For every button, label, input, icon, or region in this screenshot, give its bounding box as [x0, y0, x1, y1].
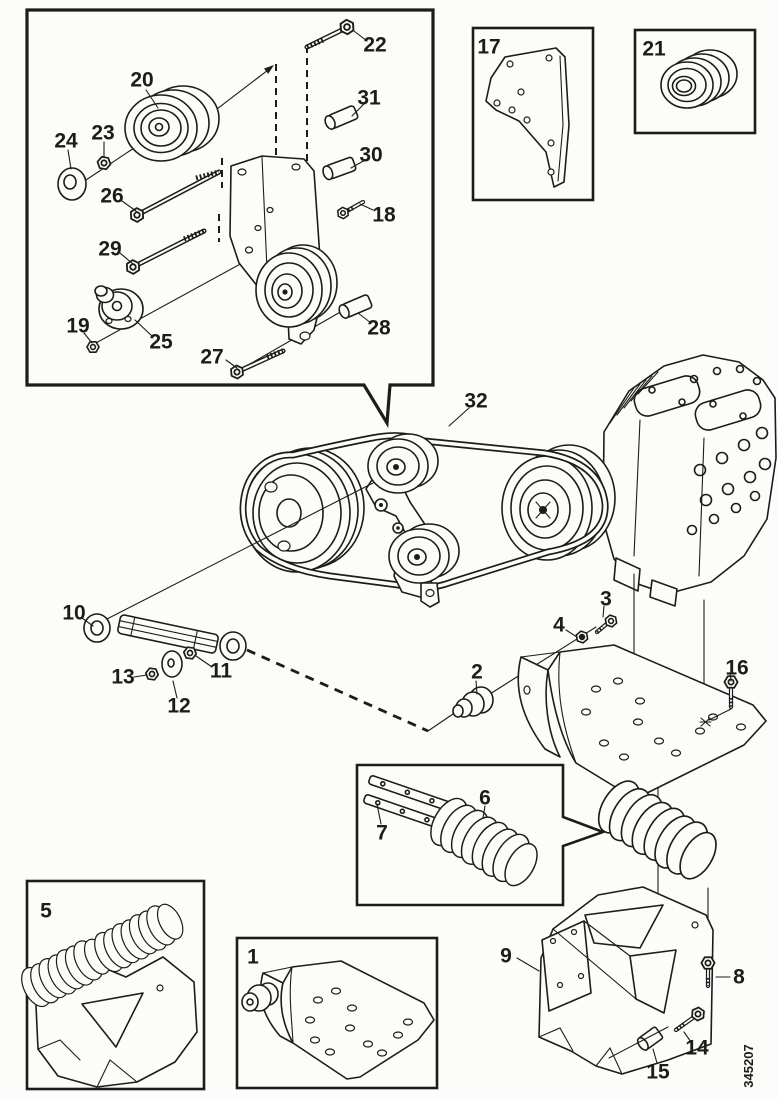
lower-bracket-9 — [538, 886, 716, 1075]
callout-29: 29 — [98, 238, 121, 261]
top-idler-pulley — [367, 433, 439, 494]
position-mark — [699, 717, 712, 727]
callout-4: 4 — [553, 614, 565, 637]
bolt-16 — [699, 675, 739, 727]
callout-14: 14 — [685, 1037, 709, 1060]
nut-11 — [182, 645, 198, 661]
callout-16: 16 — [725, 657, 748, 680]
inset-spring-border — [355, 763, 607, 907]
crankshaft-pulley — [243, 447, 365, 573]
idler-pulley-20 — [124, 85, 220, 162]
bolt-29 — [123, 228, 207, 277]
callout-2: 2 — [471, 661, 483, 684]
inset-bracket-17 — [471, 26, 595, 202]
tensioner-hub-25 — [94, 285, 144, 330]
callout-12: 12 — [167, 695, 190, 718]
spacer-31 — [324, 105, 359, 130]
inset-bracket-5 — [15, 879, 206, 1091]
plate-1-holes — [304, 987, 414, 1057]
bolt-8 — [700, 956, 716, 989]
bolt-27 — [227, 348, 286, 381]
callout-22: 22 — [363, 34, 386, 57]
nut-4 — [573, 628, 591, 646]
mounting-plate-assembly — [452, 612, 767, 797]
callout-28: 28 — [367, 317, 391, 340]
callout-6: 6 — [479, 787, 491, 810]
callout-27: 27 — [200, 346, 223, 369]
callout-32: 32 — [464, 390, 487, 413]
bolt-22 — [304, 17, 358, 50]
compressor-clutch-pulley — [501, 444, 616, 561]
bolt-26 — [127, 169, 222, 225]
bushing-2 — [452, 686, 494, 718]
inset-pulley-21 — [633, 28, 757, 135]
callout-9: 9 — [500, 945, 512, 968]
callout-30: 30 — [359, 144, 382, 167]
callout-24: 24 — [54, 130, 78, 153]
inset-17-border — [471, 26, 595, 202]
callout-8: 8 — [733, 966, 745, 989]
callout-18: 18 — [372, 204, 396, 227]
compressor-bolts — [648, 364, 772, 536]
compressor — [602, 354, 777, 607]
callout-5: 5 — [40, 900, 52, 923]
callout-1: 1 — [247, 946, 259, 969]
nut-19 — [86, 340, 100, 354]
lower-idler-pulley — [388, 523, 460, 584]
spacer-30 — [322, 156, 357, 181]
tensioner-rod — [83, 482, 454, 733]
callout-21: 21 — [642, 38, 666, 61]
bracket-17-holes — [493, 54, 555, 176]
callout-25: 25 — [149, 331, 173, 354]
plate-holes — [523, 677, 747, 761]
inset-tensioner-exploded — [25, 8, 435, 429]
tensioner-pulley — [255, 244, 338, 328]
callout-15: 15 — [646, 1061, 670, 1084]
callout-7: 7 — [376, 822, 388, 845]
callout-labels: 1234567891011121314151617181920212223242… — [40, 34, 749, 1084]
callout-3: 3 — [600, 588, 612, 611]
compressor-fins — [609, 371, 705, 577]
inset-spring-kit — [355, 763, 607, 907]
washer-12 — [161, 650, 183, 678]
washer-24 — [57, 167, 87, 201]
drawing-number: 345207 — [741, 1044, 756, 1087]
nut-13 — [144, 666, 160, 682]
inset-plate-1 — [235, 936, 439, 1090]
callout-20: 20 — [130, 69, 153, 92]
bolt-18 — [334, 199, 366, 221]
leader-lines-inset — [67, 30, 374, 369]
inset-21-border — [633, 28, 757, 135]
callout-19: 19 — [66, 315, 89, 338]
inset-tensioner-border — [25, 8, 435, 429]
callout-11: 11 — [210, 660, 233, 683]
callout-31: 31 — [357, 87, 381, 110]
callout-26: 26 — [100, 185, 123, 208]
spacer-28 — [338, 294, 373, 319]
callout-10: 10 — [62, 602, 85, 625]
spacer-15 — [636, 1026, 664, 1051]
callout-23: 23 — [91, 122, 114, 145]
inset-1-border — [235, 936, 439, 1090]
bolt-14 — [673, 1004, 708, 1033]
plate-1-bushing — [241, 982, 279, 1012]
retainer-bar-7 — [368, 775, 453, 812]
leader-lines-main — [81, 407, 732, 1064]
callout-17: 17 — [477, 36, 500, 59]
nut-23 — [95, 155, 113, 171]
bolt-3 — [594, 612, 620, 635]
callout-13: 13 — [111, 666, 134, 689]
